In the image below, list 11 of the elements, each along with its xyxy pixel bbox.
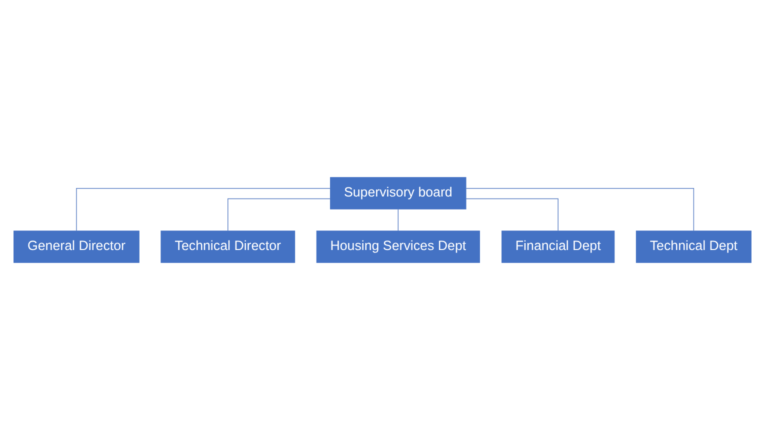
- node-box: Technical Director: [160, 230, 296, 263]
- node-box: General Director: [14, 230, 140, 263]
- node-box: Housing Services Dept: [316, 230, 480, 263]
- node-box: Technical Dept: [636, 230, 752, 263]
- connector: [466, 188, 694, 232]
- connector: [398, 208, 399, 232]
- connector: [228, 198, 330, 232]
- connector: [76, 188, 331, 232]
- node-box: Financial Dept: [502, 230, 615, 263]
- connector: [466, 198, 558, 232]
- node-box: Supervisory board: [330, 177, 466, 210]
